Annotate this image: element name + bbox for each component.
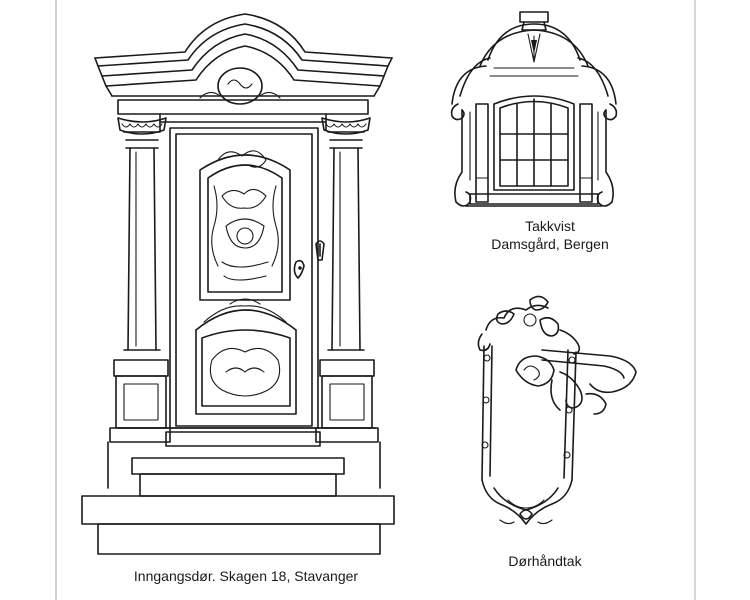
caption-dormer-title: Takkvist	[525, 218, 575, 234]
caption-door-handle: Dørhåndtak	[508, 553, 582, 569]
caption-dormer-window: Takkvist Damsgård, Bergen	[470, 217, 630, 253]
page-edge-right	[694, 0, 696, 600]
door-handle-drawing	[477, 295, 637, 525]
entrance-door-drawing	[81, 13, 395, 555]
page-edge-left	[55, 0, 57, 600]
caption-dormer-location: Damsgård, Bergen	[491, 236, 609, 252]
dormer-window-drawing	[450, 11, 618, 207]
caption-entrance-door: Inngangsdør. Skagen 18, Stavanger	[133, 568, 359, 584]
